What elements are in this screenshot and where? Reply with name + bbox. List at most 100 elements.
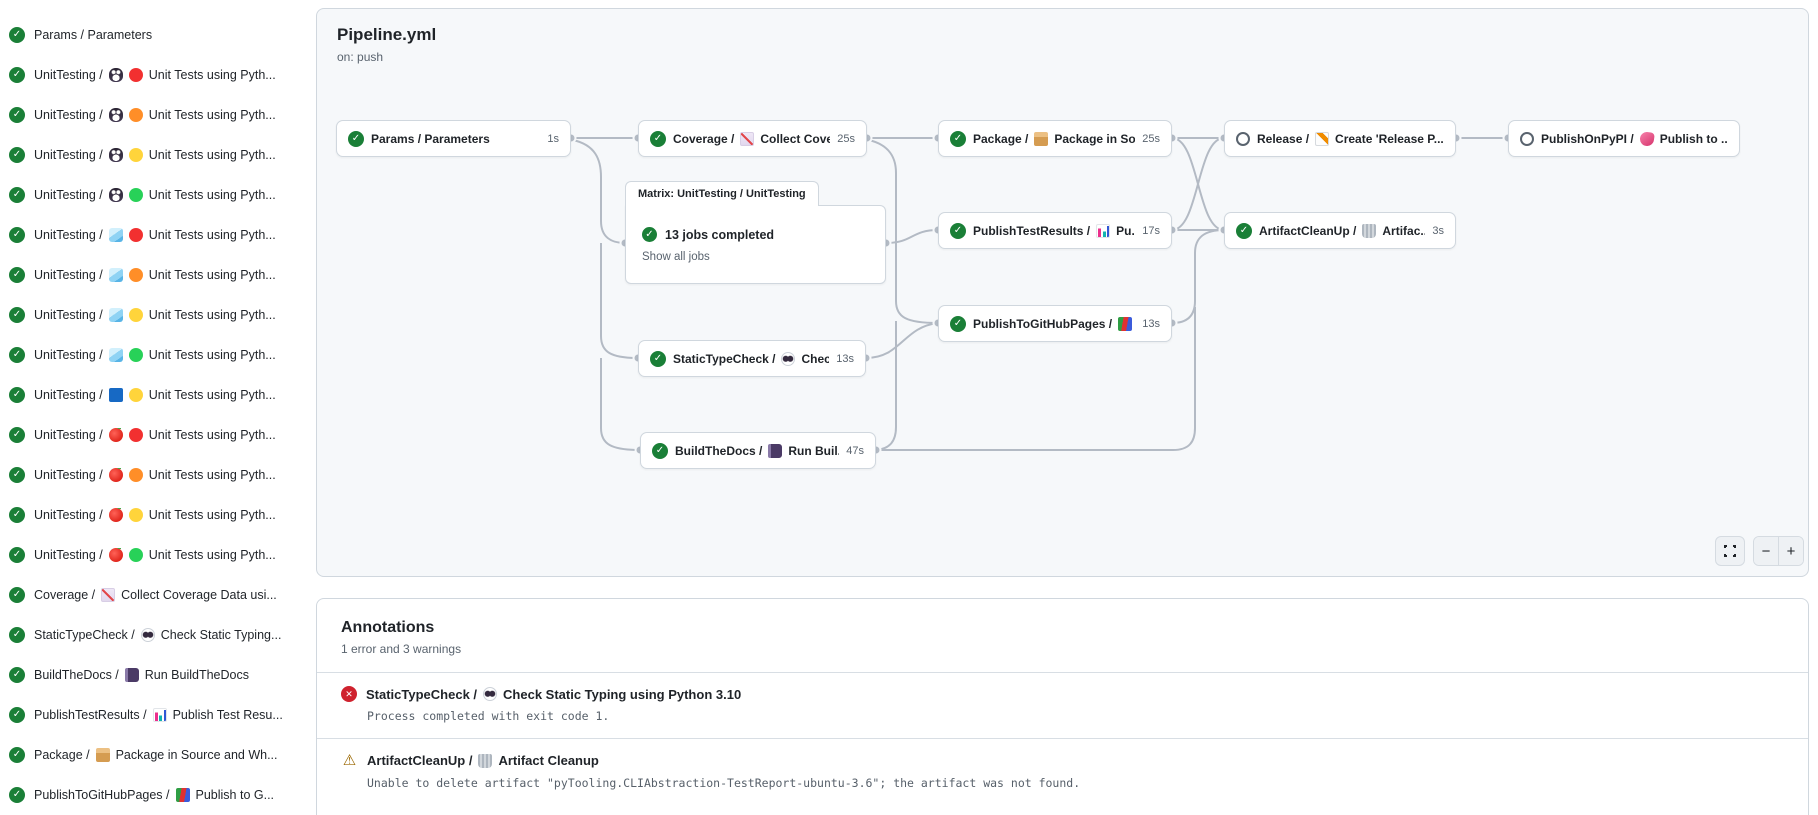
sidebar-job-item[interactable]: ✓ Coverage /Collect Coverage Data usi... bbox=[0, 575, 316, 615]
label-text: Publish to G... bbox=[195, 788, 275, 802]
package-icon bbox=[1034, 131, 1049, 146]
label-text: UnitTesting / bbox=[34, 348, 103, 362]
sidebar-job-item[interactable]: ✓ UnitTesting /Unit Tests using Pyth... bbox=[0, 255, 316, 295]
apple-icon bbox=[108, 548, 123, 562]
job-label: UnitTesting / Unit Tests using Pyth... bbox=[34, 308, 276, 322]
workflow-job-node[interactable]: PublishOnPyPI /Publish to ... bbox=[1508, 120, 1740, 157]
annotation-item: ⚠ ArtifactCleanUp /Artifact Cleanup Unab… bbox=[317, 738, 1808, 805]
zoom-in-button[interactable]: + bbox=[1778, 537, 1803, 565]
chart-increasing-icon bbox=[740, 131, 755, 146]
success-check-icon: ✓ bbox=[9, 387, 25, 403]
workflow-job-node[interactable]: ✓ Params / Parameters 1s bbox=[336, 120, 571, 157]
dot-green-icon bbox=[128, 188, 143, 202]
sidebar-job-item[interactable]: ✓ UnitTesting /Unit Tests using Pyth... bbox=[0, 535, 316, 575]
label-text: Collect Cove... bbox=[760, 131, 831, 146]
sidebar-job-item[interactable]: ✓ UnitTesting /Unit Tests using Pyth... bbox=[0, 455, 316, 495]
sidebar-job-item[interactable]: ✓ PublishToGitHubPages /Publish to G... bbox=[0, 775, 316, 815]
workflow-job-node[interactable]: ✓ StaticTypeCheck /Chec... 13s bbox=[638, 340, 866, 377]
dot-orange-icon bbox=[128, 268, 143, 282]
success-check-icon: ✓ bbox=[9, 27, 25, 43]
label-text: Package / bbox=[34, 748, 90, 762]
sidebar-job-item[interactable]: ✓ PublishTestResults /Publish Test Resu.… bbox=[0, 695, 316, 735]
sidebar-job-item[interactable]: ✓ UnitTesting /Unit Tests using Pyth... bbox=[0, 95, 316, 135]
sidebar-job-item[interactable]: ✓ UnitTesting /Unit Tests using Pyth... bbox=[0, 215, 316, 255]
annotation-message: Unable to delete artifact "pyTooling.CLI… bbox=[367, 776, 1081, 790]
zoom-control: − + bbox=[1753, 536, 1804, 566]
sidebar-job-item[interactable]: ✓ UnitTesting /Unit Tests using Pyth... bbox=[0, 335, 316, 375]
label-text: Unit Tests using Pyth... bbox=[148, 148, 276, 162]
sidebar-job-item[interactable]: ✓ UnitTesting /Unit Tests using Pyth... bbox=[0, 415, 316, 455]
job-label: Params / Parameters bbox=[34, 28, 152, 42]
job-sidebar: ✓ Params / Parameters ✓ UnitTesting /Uni… bbox=[0, 0, 316, 815]
workflow-job-node[interactable]: Release /Create 'Release P... bbox=[1224, 120, 1456, 157]
fullscreen-button[interactable] bbox=[1715, 536, 1745, 566]
success-check-icon: ✓ bbox=[9, 627, 25, 643]
apple-icon bbox=[108, 428, 123, 442]
label-text: Unit Tests using Pyth... bbox=[148, 428, 276, 442]
success-check-icon: ✓ bbox=[9, 707, 25, 723]
success-check-icon: ✓ bbox=[9, 67, 25, 83]
eyes-icon bbox=[781, 351, 796, 366]
label-text: Collect Coverage Data usi... bbox=[121, 588, 277, 602]
dot-red-icon bbox=[128, 228, 143, 242]
show-all-jobs-link[interactable]: Show all jobs bbox=[642, 251, 710, 263]
job-label: UnitTesting /Unit Tests using Pyth... bbox=[34, 68, 276, 82]
workflow-job-node[interactable]: ✓ Coverage /Collect Cove... 25s bbox=[638, 120, 867, 157]
ice-cube-icon bbox=[108, 348, 123, 362]
sidebar-job-item[interactable]: ✓ BuildTheDocs /Run BuildTheDocs bbox=[0, 655, 316, 695]
success-check-icon: ✓ bbox=[9, 427, 25, 443]
label-text: Unit Tests using Pyth... bbox=[148, 388, 276, 402]
eyes-icon bbox=[483, 687, 498, 701]
workflow-job-node[interactable]: ✓ ArtifactCleanUp /Artifac... 3s bbox=[1224, 212, 1456, 249]
workflow-job-node[interactable]: ✓ BuildTheDocs /Run Buil... 47s bbox=[640, 432, 876, 469]
label-text: Unit Tests using Pyth... bbox=[148, 188, 276, 202]
label-text: UnitTesting / bbox=[34, 228, 103, 242]
success-check-icon: ✓ bbox=[9, 507, 25, 523]
annotations-summary: 1 error and 3 warnings bbox=[341, 642, 462, 656]
label-text: Unit Tests using Pyth... bbox=[148, 228, 276, 242]
zoom-out-button[interactable]: − bbox=[1754, 537, 1779, 565]
job-label: PublishTestResults /Pu... bbox=[973, 223, 1135, 238]
success-check-icon: ✓ bbox=[950, 315, 966, 332]
dot-orange-icon bbox=[128, 468, 143, 482]
label-text: Unit Tests using Pyth... bbox=[148, 108, 276, 122]
blue-square-icon bbox=[108, 388, 123, 402]
sidebar-job-item[interactable]: ✓ Package /Package in Source and Wh... bbox=[0, 735, 316, 775]
label-text: PublishTestResults / bbox=[973, 223, 1091, 238]
label-text: Unit Tests using Pyth... bbox=[148, 468, 276, 482]
job-duration: 47s bbox=[846, 444, 864, 457]
skipped-circle-icon bbox=[1520, 131, 1534, 146]
sidebar-job-item[interactable]: ✓ UnitTesting /Unit Tests using Pyth... bbox=[0, 55, 316, 95]
job-label: UnitTesting /Unit Tests using Pyth... bbox=[34, 108, 276, 122]
workflow-job-node[interactable]: ✓ PublishToGitHubPages /... 13s bbox=[938, 305, 1172, 342]
sidebar-job-item[interactable]: ✓ UnitTesting /Unit Tests using Pyth... bbox=[0, 375, 316, 415]
label-text: StaticTypeCheck / bbox=[366, 686, 478, 702]
label-text: UnitTesting / bbox=[34, 68, 103, 82]
package-icon bbox=[95, 748, 110, 762]
label-text: BuildTheDocs / bbox=[34, 668, 119, 682]
success-check-icon: ✓ bbox=[950, 130, 966, 147]
label-text: PublishTestResults / bbox=[34, 708, 147, 722]
job-duration: 13s bbox=[1142, 317, 1160, 330]
label-text: UnitTesting / bbox=[34, 468, 103, 482]
workflow-job-node[interactable]: ✓ PublishTestResults /Pu... 17s bbox=[938, 212, 1172, 249]
job-label: UnitTesting /Unit Tests using Pyth... bbox=[34, 548, 276, 562]
chart-increasing-icon bbox=[101, 588, 116, 602]
job-label: StaticTypeCheck /Chec... bbox=[673, 351, 829, 366]
eyes-icon bbox=[140, 628, 155, 642]
sidebar-job-item[interactable]: ✓ UnitTesting /Unit Tests using Pyth... bbox=[0, 295, 316, 335]
label-text: Unit Tests using Pyth... bbox=[148, 308, 276, 322]
sidebar-job-item[interactable]: ✓ Params / Parameters bbox=[0, 15, 316, 55]
success-check-icon: ✓ bbox=[9, 747, 25, 763]
workflow-job-node[interactable]: ✓ Package /Package in So... 25s bbox=[938, 120, 1172, 157]
label-text: UnitTesting / bbox=[34, 268, 103, 282]
sidebar-job-item[interactable]: ✓ UnitTesting /Unit Tests using Pyth... bbox=[0, 495, 316, 535]
label-text: UnitTesting / bbox=[34, 308, 103, 322]
sidebar-job-item[interactable]: ✓ UnitTesting /Unit Tests using Pyth... bbox=[0, 175, 316, 215]
dot-yellow-icon bbox=[128, 388, 143, 402]
job-label: UnitTesting /Unit Tests using Pyth... bbox=[34, 148, 276, 162]
sidebar-job-item[interactable]: ✓ UnitTesting /Unit Tests using Pyth... bbox=[0, 135, 316, 175]
penguin-icon bbox=[108, 148, 123, 162]
sidebar-job-item[interactable]: ✓ StaticTypeCheck /Check Static Typing..… bbox=[0, 615, 316, 655]
graph-view-controls: − + bbox=[1715, 536, 1804, 566]
